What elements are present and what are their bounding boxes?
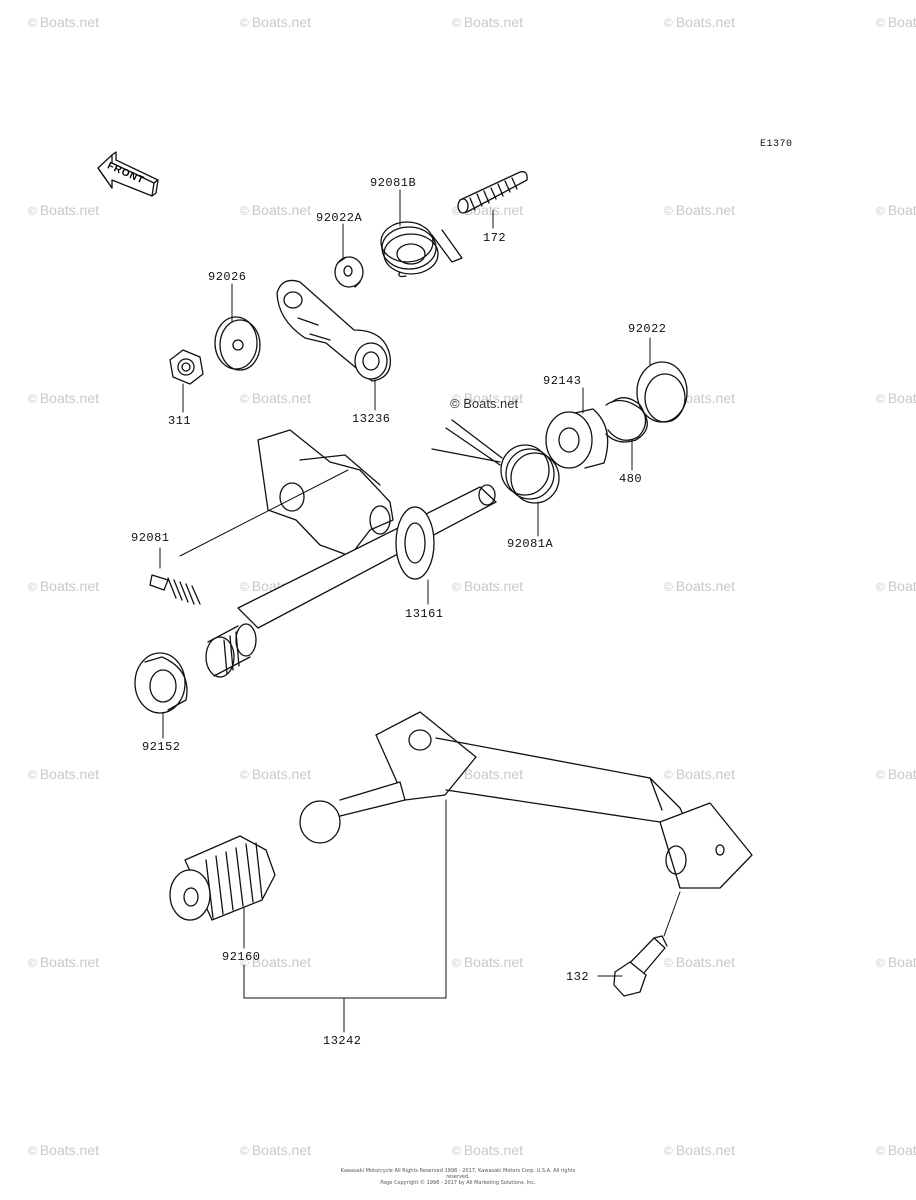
watermark: ©Boats.net <box>452 390 523 406</box>
watermark: ©Boats.net <box>28 578 99 594</box>
collar-92143 <box>546 409 608 468</box>
watermark: ©Boats.net <box>240 390 311 406</box>
front-arrow-icon <box>98 152 158 196</box>
part-label-92081B: 92081B <box>370 176 417 190</box>
shift-shaft-13161 <box>206 430 496 677</box>
part-label-92022: 92022 <box>628 322 667 336</box>
watermark: ©Boats.net <box>28 766 99 782</box>
part-label-92022A: 92022A <box>316 211 363 225</box>
watermark: ©Boats.net <box>664 766 735 782</box>
watermark: ©Boats.net <box>452 1142 523 1158</box>
watermark: ©Boats.net <box>664 202 735 218</box>
leader-lines <box>160 190 680 1032</box>
watermark: ©Boats.net <box>240 14 311 30</box>
part-label-92152: 92152 <box>142 740 181 754</box>
watermark: ©Boats.net <box>876 954 916 970</box>
watermark: ©Boats.net <box>28 202 99 218</box>
watermark: ©Boats.net <box>28 14 99 30</box>
watermark: ©Boats.net <box>28 390 99 406</box>
part-label-13161: 13161 <box>405 607 444 621</box>
watermark: ©Boats.net <box>452 14 523 30</box>
washer-92022A <box>335 257 363 287</box>
spring-92081A <box>432 420 559 503</box>
part-label-92160: 92160 <box>222 950 261 964</box>
watermark: ©Boats.net <box>876 578 916 594</box>
watermark: ©Boats.net <box>452 954 523 970</box>
footer-copyright: Kawasaki Motorcycle All Rights Reserved … <box>330 1168 586 1186</box>
part-label-92081A: 92081A <box>507 537 554 551</box>
bolt-132 <box>614 936 667 996</box>
part-label-172: 172 <box>483 231 507 245</box>
watermark: ©Boats.net <box>240 954 311 970</box>
watermark: ©Boats.net <box>876 202 916 218</box>
diagram-code: E1370 <box>760 139 793 150</box>
nut-311 <box>170 350 203 384</box>
shift-pedal-13242 <box>300 712 752 888</box>
copyright-mark: © Boats.net <box>450 396 519 411</box>
watermark: ©Boats.net <box>664 578 735 594</box>
part-label-13242: 13242 <box>323 1034 362 1048</box>
footer-line-2: Page Copyright © 1998 - 2017 by All Mark… <box>380 1180 536 1186</box>
watermark: ©Boats.net <box>664 1142 735 1158</box>
spring-92081 <box>150 575 200 604</box>
seal-92152 <box>135 653 187 713</box>
watermark: ©Boats.net <box>240 1142 311 1158</box>
part-label-92143: 92143 <box>543 374 582 388</box>
footer-line-1: Kawasaki Motorcycle All Rights Reserved … <box>340 1168 576 1180</box>
rubber-92160 <box>170 836 275 920</box>
part-label-480: 480 <box>619 472 643 486</box>
spring-92081B <box>381 222 462 277</box>
watermark: ©Boats.net <box>240 766 311 782</box>
watermark: ©Boats.net <box>452 578 523 594</box>
washer-92022 <box>637 362 687 422</box>
part-label-311: 311 <box>168 414 192 428</box>
lever-13236 <box>277 280 390 381</box>
part-label-92081: 92081 <box>131 531 170 545</box>
circlip-480 <box>606 398 647 442</box>
watermark: ©Boats.net <box>240 202 311 218</box>
watermark: ©Boats.net <box>28 1142 99 1158</box>
watermark: ©Boats.net <box>876 390 916 406</box>
watermark: ©Boats.net <box>664 954 735 970</box>
part-label-92026: 92026 <box>208 270 247 284</box>
watermark: ©Boats.net <box>664 14 735 30</box>
watermark: ©Boats.net <box>28 954 99 970</box>
washer-92026 <box>215 317 260 370</box>
watermark: ©Boats.net <box>876 766 916 782</box>
watermark: ©Boats.net <box>876 14 916 30</box>
watermark: ©Boats.net <box>876 1142 916 1158</box>
part-label-13236: 13236 <box>352 412 391 426</box>
stud-172 <box>458 172 527 213</box>
part-label-132: 132 <box>566 970 590 984</box>
